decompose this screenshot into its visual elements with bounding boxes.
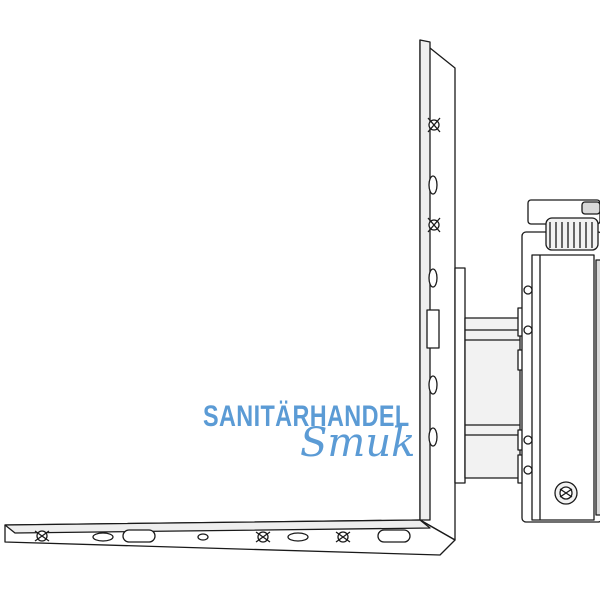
foot-long-slot: [377, 529, 411, 543]
plate-slot: [428, 375, 438, 395]
watermark-brand-script: Smuk: [300, 420, 416, 466]
foot-hole: [197, 533, 209, 541]
adjustment-screw: [554, 481, 578, 505]
screw: [335, 531, 351, 543]
plate-slot: [428, 427, 438, 447]
hinge-body: [521, 199, 600, 523]
plate-slot: [428, 175, 438, 195]
screw: [255, 531, 271, 543]
plate-rect-slot: [426, 309, 440, 349]
screw: [427, 217, 441, 233]
hinge-arm: [454, 267, 529, 484]
foot-slot: [92, 532, 114, 542]
foot-plate: [4, 519, 456, 556]
vertical-plate: [419, 39, 456, 541]
foot-slot: [287, 532, 309, 542]
plate-slot: [428, 268, 438, 288]
screw: [34, 530, 50, 542]
foot-long-slot: [122, 529, 156, 543]
screw: [427, 117, 441, 133]
watermark-brand-line: SANITÄRHANDEL: [203, 400, 410, 433]
